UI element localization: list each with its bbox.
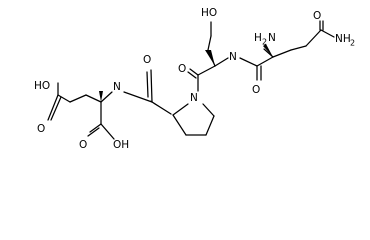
bond — [172, 114, 187, 136]
bond — [205, 115, 215, 136]
atom-subscript: 2 — [350, 39, 355, 48]
bond — [320, 29, 335, 38]
bond — [305, 29, 322, 47]
bond — [146, 71, 149, 98]
atom-nh: NH — [335, 33, 351, 45]
bond — [85, 94, 102, 103]
atom-n: N — [268, 32, 276, 44]
bond — [290, 45, 307, 51]
bond — [150, 69, 153, 103]
stereo-wedges — [99, 44, 273, 115]
atom-o: O — [143, 54, 151, 66]
bond — [272, 49, 292, 58]
bond — [87, 127, 100, 137]
atom-n: N — [113, 81, 121, 93]
atom-ho: HO — [34, 80, 50, 92]
bond — [69, 94, 87, 103]
molecule-structure: O NH 2 H 2 N HO O N O O N N HO O O OH — [34, 7, 355, 151]
bond — [256, 56, 274, 67]
atom-ho: HO — [201, 7, 217, 19]
bond — [239, 57, 258, 67]
bond — [47, 94, 59, 121]
bond — [202, 103, 215, 117]
atom-labels: O NH 2 H 2 N HO O N O O N N HO O O OH — [34, 7, 355, 151]
bond — [214, 57, 229, 67]
atom-o: O — [37, 123, 45, 135]
bond — [100, 91, 113, 103]
bond — [207, 35, 212, 51]
atom-o: O — [252, 84, 260, 96]
atom-n: N — [190, 92, 198, 104]
bond — [57, 94, 71, 103]
bonds — [47, 20, 335, 140]
bond — [172, 103, 189, 116]
atom-n: N — [229, 51, 237, 63]
atom-o: O — [79, 139, 87, 151]
wedge-bond — [205, 50, 215, 66]
wedge-bond — [263, 44, 273, 57]
bond — [50, 96, 62, 121]
atom-o: O — [178, 63, 186, 75]
bond — [263, 48, 274, 58]
bond — [100, 123, 115, 140]
bond — [89, 123, 102, 133]
wedge-bond — [99, 91, 103, 102]
bond — [197, 65, 216, 76]
wedge-bond — [150, 100, 173, 115]
atom-subscript: 2 — [262, 38, 267, 47]
bond — [187, 71, 197, 79]
atom-o: O — [313, 10, 321, 22]
bond — [189, 68, 199, 76]
bond — [123, 91, 153, 103]
atom-h: H — [254, 32, 262, 44]
atom-oh: OH — [113, 139, 129, 151]
